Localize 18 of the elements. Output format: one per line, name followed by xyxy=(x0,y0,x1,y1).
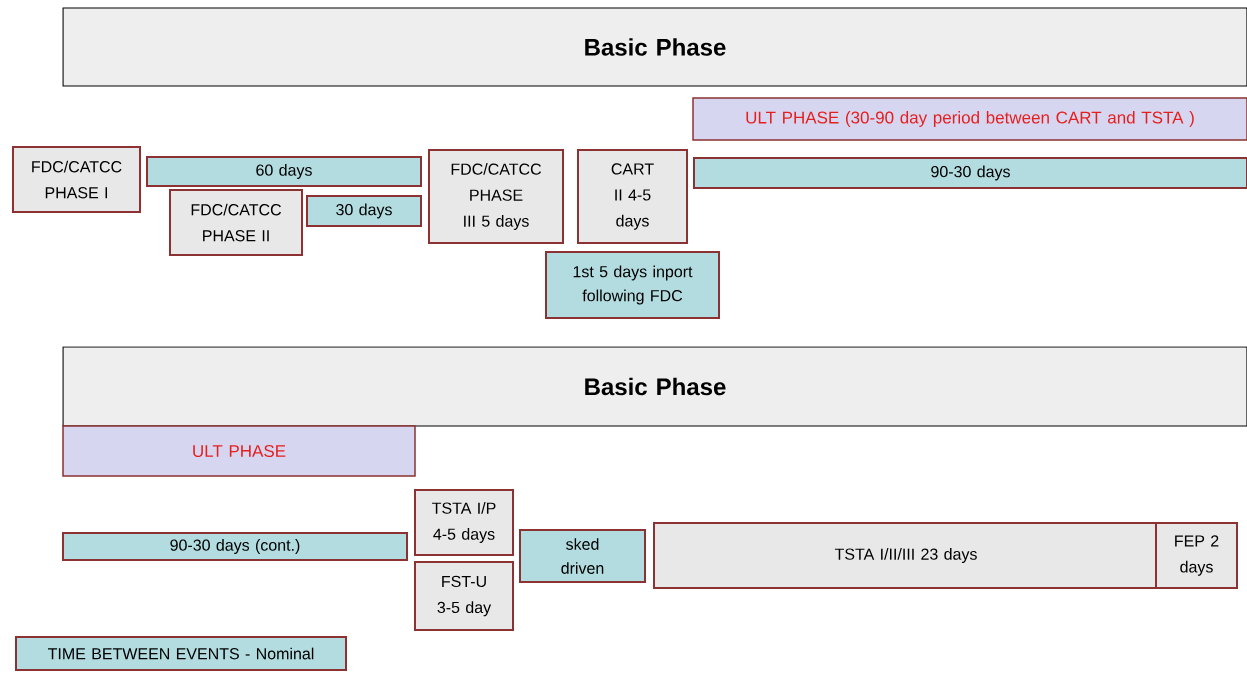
interval-bar: 90-30 days (cont.) xyxy=(62,532,408,561)
phase-bar: Basic Phase xyxy=(62,7,1247,87)
event-box: FEP 2 days xyxy=(1155,522,1238,589)
event-box: FDC/CATCC PHASE I xyxy=(12,146,141,213)
event-box: FDC/CATCC PHASE III 5 days xyxy=(428,149,564,244)
event-box: TSTA I/P 4-5 days xyxy=(414,489,514,556)
phase-band: ULT PHASE xyxy=(62,425,416,477)
interval-box: 1st 5 days inport following FDC xyxy=(545,251,720,319)
phase-bar: Basic Phase xyxy=(62,346,1247,427)
interval-box: sked driven xyxy=(519,529,646,583)
interval-bar: 90-30 days xyxy=(693,157,1247,189)
interval-bar: 60 days xyxy=(146,156,422,187)
phase-band: ULT PHASE (30-90 day period between CART and TSTA ) xyxy=(692,97,1247,141)
legend-box: TIME BETWEEN EVENTS - Nominal xyxy=(15,636,347,671)
event-box: FST-U 3-5 day xyxy=(414,561,514,631)
event-box: CART II 4-5 days xyxy=(577,149,688,244)
event-box: FDC/CATCC PHASE II xyxy=(169,189,303,256)
interval-bar: 30 days xyxy=(306,195,422,227)
